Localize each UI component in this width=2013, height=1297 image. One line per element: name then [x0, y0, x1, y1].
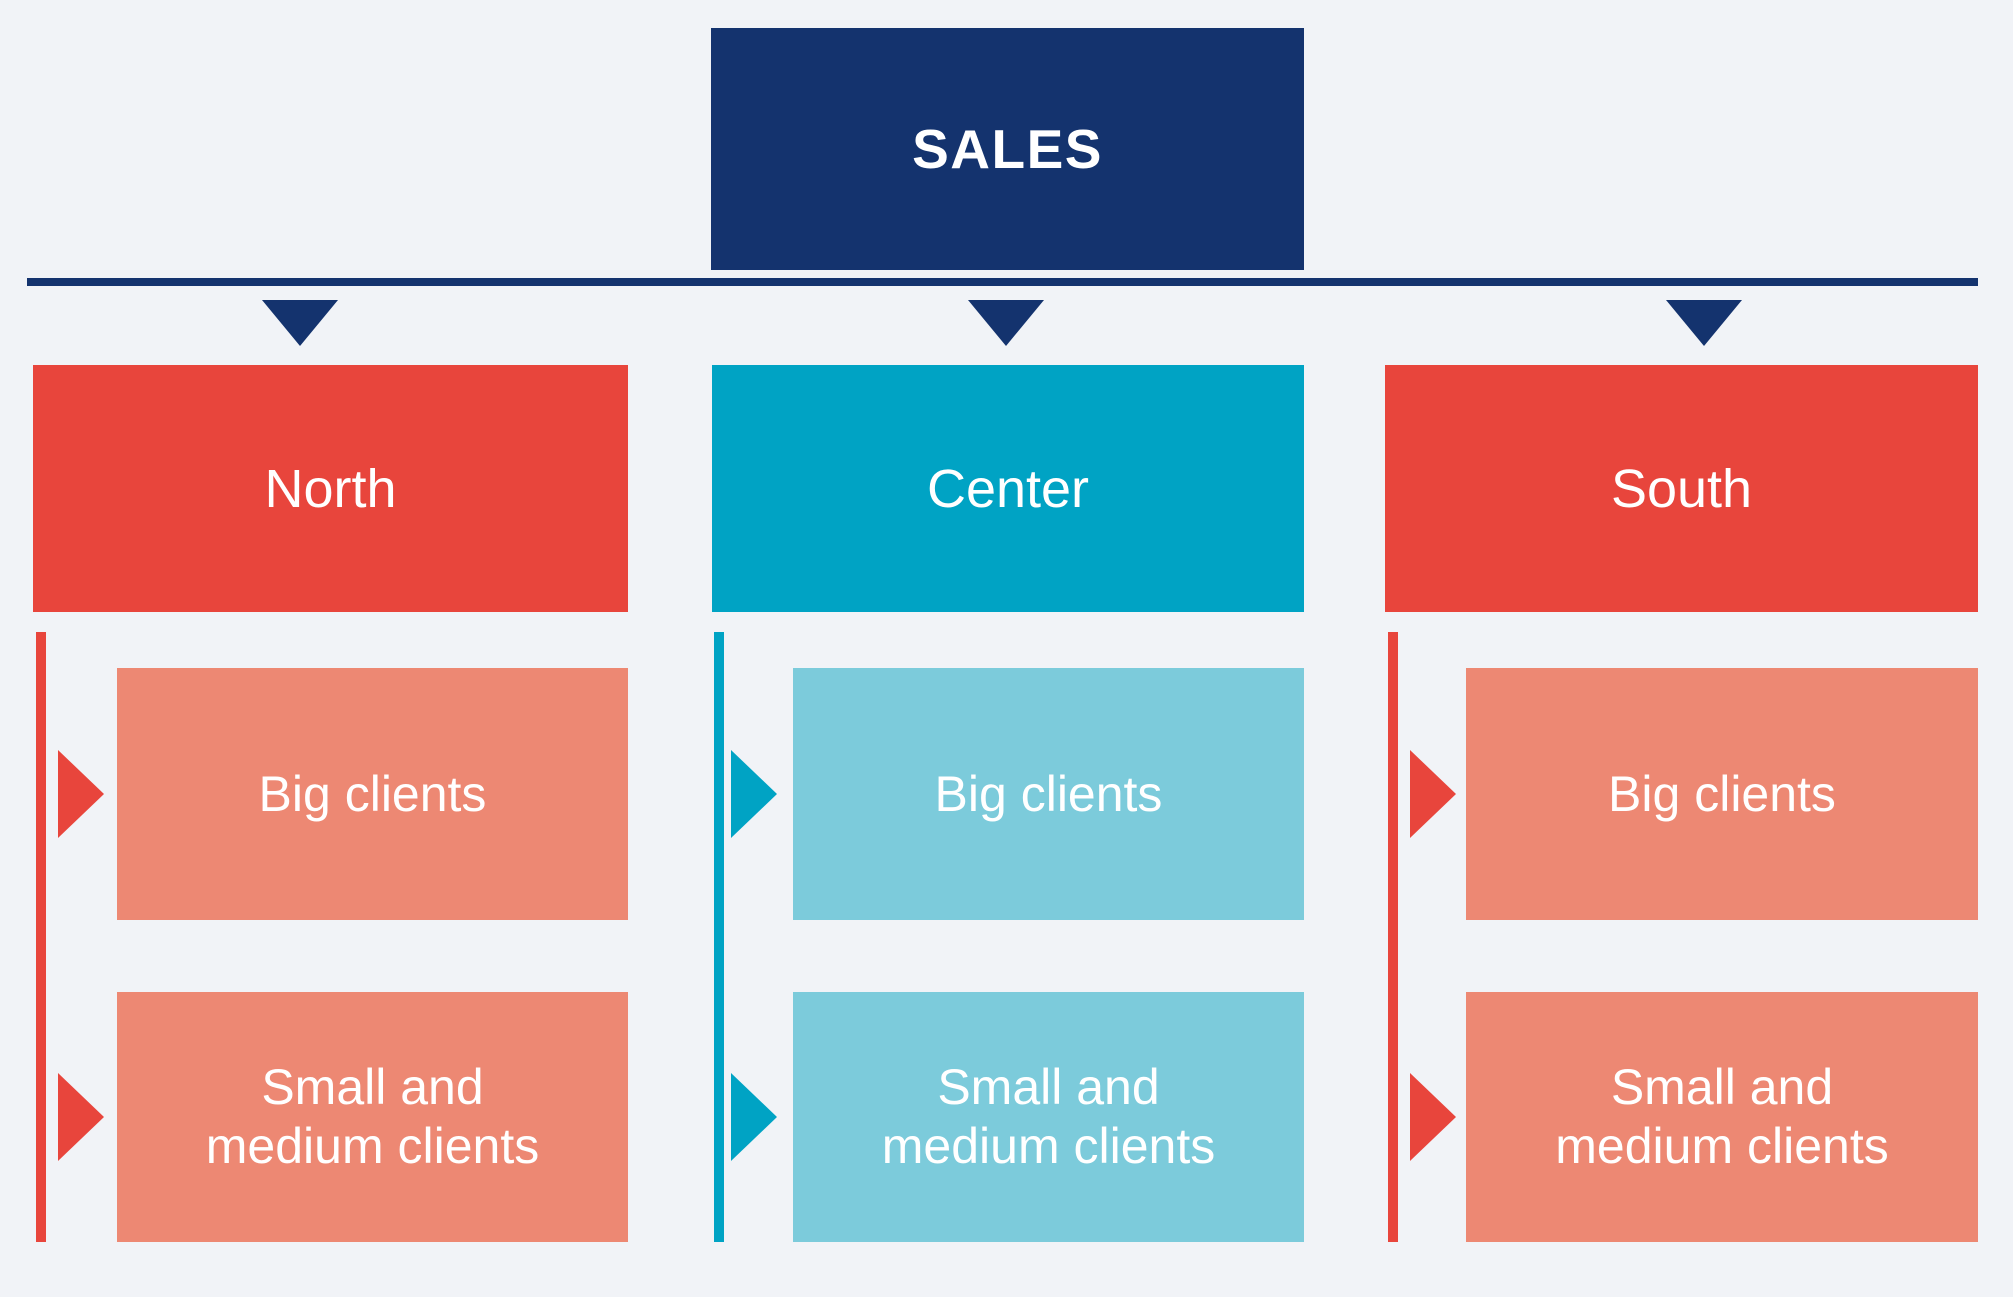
child-label-south-big-clients: Big clients: [1608, 765, 1836, 822]
right-arrow-icon-north-big-clients: [58, 750, 104, 838]
child-label-line2: medium clients: [881, 1118, 1216, 1174]
child-box-center-big-clients[interactable]: Big clients: [793, 668, 1304, 920]
branch-connector-bar-south: [1388, 632, 1398, 1242]
child-label-line2: medium clients: [1555, 1118, 1889, 1174]
region-label-south: South: [1610, 458, 1753, 519]
down-arrow-icon-center: [968, 300, 1044, 346]
trunk-connector-line: [27, 278, 1978, 286]
child-label-south-small-medium-clients: Small and medium clients: [1541, 1058, 1902, 1176]
child-box-north-big-clients[interactable]: Big clients: [117, 668, 628, 920]
branch-connector-bar-north: [36, 632, 46, 1242]
child-label-center-big-clients: Big clients: [934, 765, 1163, 822]
region-label-north: North: [264, 458, 397, 519]
region-label-center: Center: [926, 458, 1090, 519]
down-arrow-icon-south: [1666, 300, 1742, 346]
child-label-line1: Small and: [937, 1059, 1160, 1115]
child-box-center-small-medium-clients[interactable]: Small and medium clients: [793, 992, 1304, 1242]
region-box-north[interactable]: North: [33, 365, 628, 612]
region-box-south[interactable]: South: [1385, 365, 1978, 612]
right-arrow-icon-center-big-clients: [731, 750, 777, 838]
child-box-south-small-medium-clients[interactable]: Small and medium clients: [1466, 992, 1978, 1242]
region-box-center[interactable]: Center: [712, 365, 1304, 612]
child-label-line2: medium clients: [205, 1118, 540, 1174]
child-label-center-small-medium-clients: Small and medium clients: [868, 1058, 1229, 1176]
right-arrow-icon-south-big-clients: [1410, 750, 1456, 838]
child-label-line1: Small and: [1610, 1059, 1834, 1115]
child-label-north-big-clients: Big clients: [258, 765, 487, 822]
child-label-north-small-medium-clients: Small and medium clients: [192, 1058, 553, 1176]
child-label-line1: Small and: [261, 1059, 484, 1115]
root-node-sales[interactable]: SALES: [711, 28, 1304, 270]
root-node-label: SALES: [912, 117, 1103, 180]
down-arrow-icon-north: [262, 300, 338, 346]
right-arrow-icon-center-small-medium-clients: [731, 1073, 777, 1161]
child-box-south-big-clients[interactable]: Big clients: [1466, 668, 1978, 920]
child-box-north-small-medium-clients[interactable]: Small and medium clients: [117, 992, 628, 1242]
right-arrow-icon-north-small-medium-clients: [58, 1073, 104, 1161]
branch-connector-bar-center: [714, 632, 724, 1242]
right-arrow-icon-south-small-medium-clients: [1410, 1073, 1456, 1161]
